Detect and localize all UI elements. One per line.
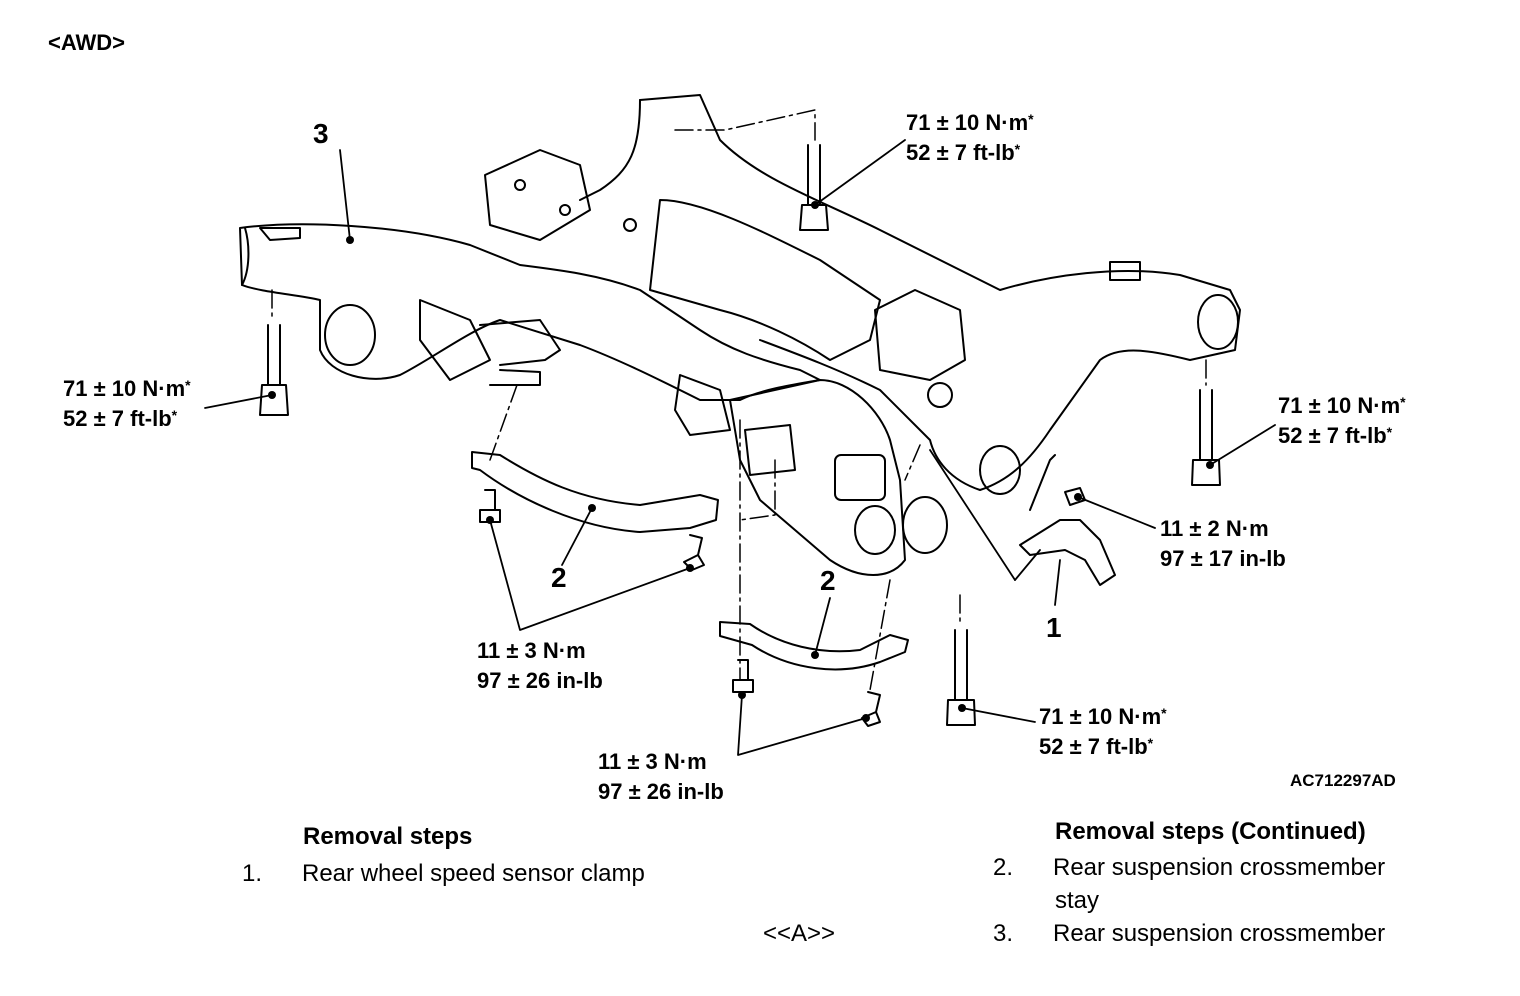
bolt-top (799, 144, 829, 231)
removal-steps-continued-heading: Removal steps (Continued) (1055, 818, 1366, 845)
right-tube-opening (1197, 294, 1239, 350)
callout-stay-right: 2 (820, 565, 836, 596)
right-mount-bushing (979, 445, 1021, 495)
crossmember-left-arm (239, 223, 821, 401)
removal-steps-heading: Removal steps (303, 823, 473, 850)
torque-stay-left-bolts: 11 ± 3 N·m 97 ± 26 in-lb (477, 638, 603, 693)
callout-sensor-clamp: 1 (1046, 612, 1062, 643)
removal-step-2: 2.Rear suspension crossmember (993, 854, 1386, 881)
torque-top-bolt: 71 ± 10 N·m* 52 ± 7 ft-lb* (906, 110, 1034, 165)
torque-sensor-clamp: 11 ± 2 N·m 97 ± 17 in-lb (1160, 516, 1286, 571)
variant-label: <AWD> (48, 30, 126, 55)
removal-step-1: 1.Rear wheel speed sensor clamp (242, 860, 645, 887)
figure-code: AC712297AD (1290, 771, 1396, 790)
torque-left-bolt: 71 ± 10 N·m* 52 ± 7 ft-lb* (63, 376, 191, 431)
reference-marker: <<A>> (763, 920, 836, 947)
stay-left (471, 451, 719, 533)
stay-right (719, 621, 909, 671)
torque-stay-right-bolts: 11 ± 3 N·m 97 ± 26 in-lb (598, 749, 724, 804)
removal-step-3: 3.Rear suspension crossmember (993, 920, 1386, 947)
crossmember-rear-arm (729, 379, 906, 576)
callout-stay-left: 2 (551, 562, 567, 593)
sensor-clamp (1019, 454, 1116, 586)
stay-left-bolt-b (683, 534, 705, 571)
torque-right-bolt: 71 ± 10 N·m* 52 ± 7 ft-lb* (1278, 393, 1406, 448)
bolt-right (1191, 389, 1221, 486)
torque-bottom-bolt: 71 ± 10 N·m* 52 ± 7 ft-lb* (1039, 704, 1167, 759)
stay-right-bolt-a (732, 659, 754, 693)
crossmember-upper-beam (639, 94, 1241, 491)
removal-step-2-continued: stay (1055, 887, 1100, 914)
stay-left-bolt-a (479, 489, 501, 523)
bolt-bottom (946, 629, 976, 726)
callout-crossmember: 3 (313, 118, 329, 149)
rear-tube-opening (834, 454, 886, 501)
bolt-left (259, 324, 289, 416)
left-mount-bushing (324, 304, 376, 366)
